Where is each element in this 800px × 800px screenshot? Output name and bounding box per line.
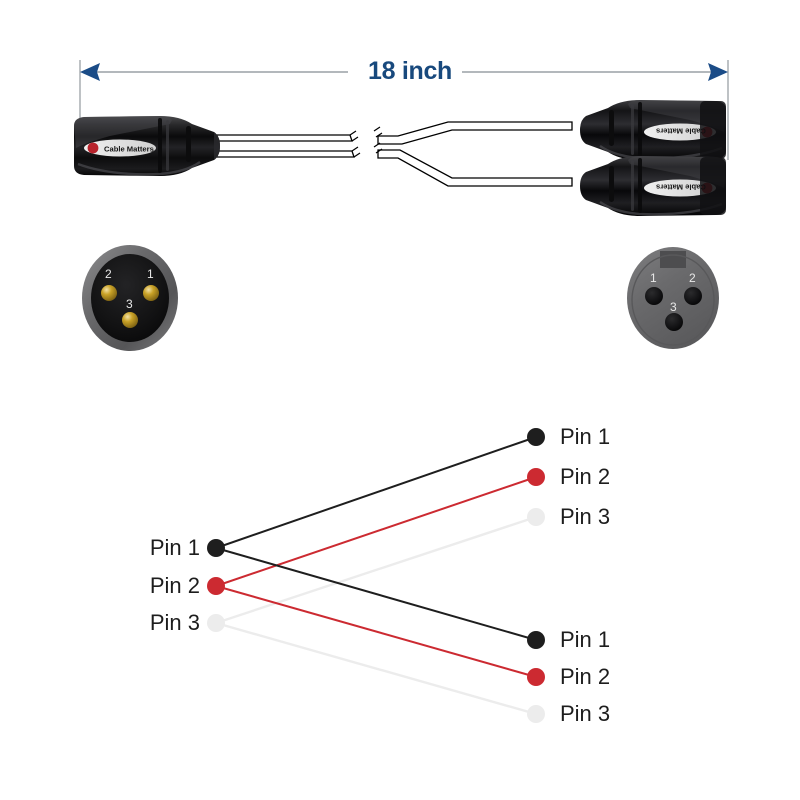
wire-pin2-to-female-end-lower [215, 585, 537, 678]
male-face-pin-1 [143, 285, 159, 301]
female-upper-latch [609, 110, 614, 146]
female-end-lower-pin3-dot [527, 705, 545, 723]
arrow-right-icon [708, 63, 728, 81]
upper-right-pin-3-label: Pin 3 [560, 504, 611, 529]
upper-right-pin-1-label: Pin 1 [560, 424, 611, 449]
female-upper-barrel [700, 101, 726, 159]
female-face-hole-2 [684, 287, 702, 305]
female-lower-seam-1 [638, 158, 642, 213]
female-upper-seam-1 [638, 102, 642, 157]
female-upper-brand-text: Cable Matters [656, 127, 706, 136]
cable-branch-upper [377, 121, 573, 145]
female-face-pin-2-label: 2 [689, 271, 696, 285]
dimension-line-group [79, 60, 729, 160]
male-connector-seam-2 [166, 120, 169, 171]
cable-branch-lower [377, 149, 573, 187]
male-face-pin-2-label: 2 [105, 267, 112, 281]
male-end-pin2-dot [207, 577, 225, 595]
female-lower-latch [609, 166, 614, 202]
male-face-inner [91, 254, 169, 342]
wire-pin3-to-female-end-upper [215, 515, 537, 625]
female-end-lower-pin1-dot [527, 631, 545, 649]
wire-pin2-to-female-end-upper [215, 476, 537, 587]
male-face-pin-1-label: 1 [147, 267, 154, 281]
wire-pin1-to-female-end-upper [215, 436, 537, 549]
female-lower-logo-plate [644, 179, 716, 197]
male-connector-logo-plate [84, 139, 156, 157]
male-xlr-connector: Cable Matters [74, 116, 220, 176]
male-face-pin-3 [122, 312, 138, 328]
female-end-upper-pin3-dot [527, 508, 545, 526]
male-connector-seam-1 [158, 118, 162, 173]
left-pin-3-label: Pin 3 [149, 610, 200, 635]
cable-break-mark-branch-upper [373, 126, 383, 138]
male-connector-face: 2 1 3 [82, 245, 178, 351]
female-face-inner-ring [631, 254, 715, 346]
lower-right-pin-2-label: Pin 2 [560, 664, 611, 689]
female-face-pin-3-label: 3 [670, 300, 677, 314]
female-end-upper-pin2-dot [527, 468, 545, 486]
left-pin-1-label: Pin 1 [149, 535, 200, 560]
male-connector-lower-sheen [77, 161, 201, 176]
cable-break-mark-upper [349, 130, 359, 142]
female-upper-seam-2 [631, 104, 634, 155]
male-connector-brand-text: Cable Matters [104, 145, 154, 154]
wire-pin1-to-female-end-lower [215, 547, 537, 641]
male-connector-latch [186, 126, 191, 162]
female-upper-logo-plate [644, 123, 716, 141]
male-end-pin3-dot [207, 614, 225, 632]
left-pin-2-label: Pin 2 [149, 573, 200, 598]
cable-break-mark-branch-lower [373, 142, 383, 154]
female-xlr-connector-lower: Cable Matters [580, 156, 726, 216]
female-lower-seam-2 [631, 160, 634, 211]
female-lower-brand-text: Cable Matters [656, 183, 706, 192]
dimension-label: 18 inch [367, 57, 453, 85]
male-connector-tip [214, 132, 220, 160]
female-xlr-connector-upper: Cable Matters [580, 100, 726, 160]
brand-mark-icon [87, 142, 99, 154]
female-face-hole-3 [665, 313, 683, 331]
cable-break-mark-lower [351, 146, 361, 158]
male-end-pin1-dot [207, 539, 225, 557]
female-face-body [627, 247, 719, 349]
male-connector-highlight [74, 116, 172, 148]
female-connector-face: 1 2 3 [627, 247, 719, 349]
female-end-lower-pin2-dot [527, 668, 545, 686]
upper-right-pin-2-label: Pin 2 [560, 464, 611, 489]
wire-pin3-to-female-end-lower [215, 621, 537, 716]
lower-right-pin-3-label: Pin 3 [560, 701, 611, 726]
lower-right-pin-1-label: Pin 1 [560, 627, 611, 652]
female-face-pin-1-label: 1 [650, 271, 657, 285]
wiring-pin-dots [207, 428, 545, 723]
wiring-connection-lines [215, 436, 537, 716]
arrow-left-icon [80, 63, 100, 81]
female-end-upper-pin1-dot [527, 428, 545, 446]
male-face-pin-3-label: 3 [126, 297, 133, 311]
male-face-pin-2 [101, 285, 117, 301]
female-lower-barrel [700, 157, 726, 215]
female-face-hole-1 [645, 287, 663, 305]
